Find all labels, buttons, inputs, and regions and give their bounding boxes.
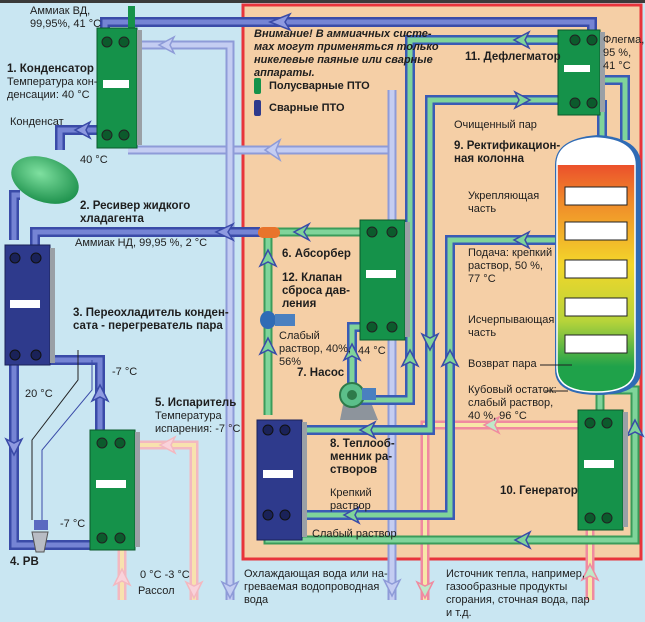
condenser-title: 1. Конденсатор bbox=[7, 63, 94, 75]
pump-title: 7. Насос bbox=[297, 367, 345, 379]
generator-phe bbox=[577, 409, 628, 531]
relief-valve bbox=[260, 311, 295, 329]
warning-note: Внимание! В аммиачных систе-мах могут пр… bbox=[254, 28, 439, 79]
semi-welded-phe-icon bbox=[254, 78, 261, 94]
brine-arrows bbox=[112, 435, 204, 600]
condenser-desc: Температура кон-денсации: 40 °C bbox=[7, 76, 98, 101]
ammonia-hp-label: Аммиак ВД,99,95%, 41 °C bbox=[30, 5, 102, 30]
reflux-label: Флегма,95 %,41 °C bbox=[603, 34, 645, 72]
generator-title: 10. Генератор bbox=[500, 485, 578, 497]
column-trays bbox=[564, 186, 628, 354]
brine-temps-label: 0 °C -3 °C bbox=[140, 569, 190, 581]
brine-label: Рассол bbox=[138, 585, 175, 597]
subcooler-title: 3. Переохладитель конден-сата - перегрев… bbox=[73, 307, 229, 332]
top-strip bbox=[0, 0, 645, 3]
rectification-column bbox=[555, 135, 641, 395]
receiver-tank bbox=[11, 156, 79, 204]
temp-20-label: 20 °C bbox=[25, 388, 53, 400]
water-arrows bbox=[157, 35, 402, 600]
temp-44-label: 44 °C bbox=[358, 345, 386, 357]
condenser-phe bbox=[96, 6, 142, 149]
absorber-title: 6. Абсорбер bbox=[282, 248, 351, 260]
rich-solution-pipes bbox=[268, 35, 630, 520]
flow-valve bbox=[258, 227, 280, 238]
solution-hx-phe bbox=[256, 419, 307, 541]
column-title: 9. Ректификацион-ная колонна bbox=[454, 140, 561, 165]
ammonia-lp-label: Аммиак НД, 99,95 %, 2 °C bbox=[75, 237, 208, 249]
expansion-valve-title: 4. РВ bbox=[10, 556, 39, 568]
evaporator-title: 5. Испаритель bbox=[155, 397, 237, 409]
subcooler-phe bbox=[4, 244, 55, 366]
weak-solution-label: Слабый раствор bbox=[312, 528, 397, 540]
purified-vapor-label: Очищенный пар bbox=[454, 119, 537, 131]
vapor-return-label: Возврат пара bbox=[468, 358, 537, 370]
temp-minus7-top-label: -7 °C bbox=[112, 366, 138, 378]
cooling-water-label: Охлаждающая вода или на-греваемая водопр… bbox=[244, 568, 388, 606]
pump bbox=[339, 382, 378, 420]
expansion-valve bbox=[31, 520, 49, 553]
capillary-line bbox=[31, 350, 79, 520]
condensate-label: Конденсат bbox=[10, 116, 64, 128]
temp-40-label: 40 °C bbox=[80, 154, 108, 166]
capillary-line bbox=[41, 360, 93, 520]
evaporator-phe bbox=[89, 429, 140, 551]
dephlegmator-title: 11. Дефлегматор bbox=[465, 51, 561, 63]
absorber-phe bbox=[359, 219, 410, 341]
temp-minus7-bottom-label: -7 °C bbox=[60, 518, 86, 530]
legend-semi-welded: Полусварные ПТО bbox=[254, 78, 370, 94]
heat-arrows bbox=[415, 415, 600, 600]
solution-hx-title: 8. Теплооб-менник ра-створов bbox=[330, 438, 395, 476]
dephlegmator-phe bbox=[557, 29, 605, 116]
welded-phe-icon bbox=[254, 100, 261, 116]
heat-source-label: Источник тепла, например,газообразные пр… bbox=[446, 568, 590, 619]
legend-welded: Сварные ПТО bbox=[254, 100, 345, 116]
bottoms-label: Кубовый остаток:слабый раствор,40 %, 96 … bbox=[468, 384, 557, 422]
